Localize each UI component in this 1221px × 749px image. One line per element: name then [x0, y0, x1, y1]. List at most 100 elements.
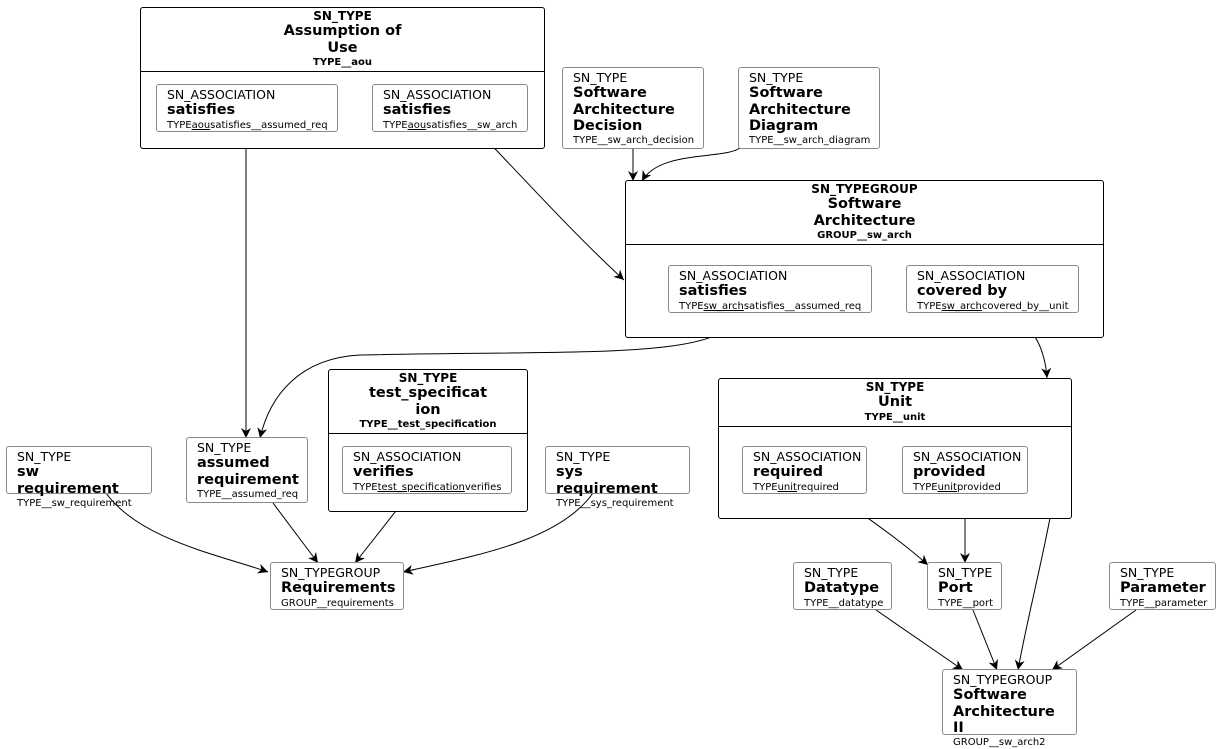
node-kind: SN_TYPEGROUP	[281, 565, 381, 580]
node-name-line3: Decision	[573, 117, 643, 134]
node-kind: SN_ASSOCIATION	[679, 268, 788, 283]
type-parameter[interactable]: SN_TYPE Parameter TYPE__parameter	[1109, 562, 1216, 610]
container-header: SN_TYPE Unit TYPE__unit	[719, 379, 1071, 427]
node-name-line2: Architecture	[749, 101, 851, 118]
node-name: Parameter	[1120, 580, 1206, 597]
edge-unit-to-arch2	[1014, 517, 1051, 671]
node-id: TYPEsw_archsatisfies__assumed_req	[679, 300, 862, 312]
association-unit-required[interactable]: SN_ASSOCIATION required TYPEunitrequired	[742, 446, 867, 494]
node-id: TYPE__sw_requirement	[17, 497, 132, 509]
association-sw-arch-satisfies[interactable]: SN_ASSOCIATION satisfies TYPEsw_archsati…	[668, 265, 872, 313]
container-kind: SN_TYPE	[313, 9, 372, 23]
node-kind: SN_TYPE	[17, 449, 72, 464]
edge-assumed-to-requirements	[272, 502, 319, 564]
type-port[interactable]: SN_TYPE Port TYPE__port	[927, 562, 1002, 610]
node-id: TYPEaousatisfies__assumed_req	[167, 119, 328, 131]
node-name: sys requirement	[556, 464, 658, 497]
edge-arch-satisfies-to-assumed	[257, 312, 743, 439]
node-kind: SN_TYPE	[197, 440, 252, 455]
edge-swreq-to-requirements	[105, 492, 269, 574]
node-name-line2: Architecture	[573, 101, 675, 118]
type-assumed-requirement[interactable]: SN_TYPE assumed requirement TYPE__assume…	[186, 437, 308, 503]
node-id: TYPEunitprovided	[913, 481, 1001, 493]
type-software-architecture-diagram[interactable]: SN_TYPE Software Architecture Diagram TY…	[738, 67, 880, 149]
container-header: SN_TYPE Assumption of Use TYPE__aou	[141, 8, 544, 73]
node-kind: SN_TYPE	[938, 565, 993, 580]
node-kind: SN_ASSOCIATION	[167, 87, 276, 102]
node-name: satisfies	[679, 283, 748, 300]
node-id: TYPE__sw_arch_diagram	[749, 135, 871, 147]
association-test-specification-verifies[interactable]: SN_ASSOCIATION verifies TYPEtest_specifi…	[342, 446, 512, 494]
node-id: TYPE__port	[938, 597, 994, 609]
node-id: TYPEunitrequired	[753, 481, 839, 493]
container-kind: SN_TYPE	[398, 371, 458, 385]
type-software-architecture-decision[interactable]: SN_TYPE Software Architecture Decision T…	[562, 67, 704, 149]
node-name: provided	[913, 464, 986, 481]
container-header: SN_TYPEGROUP Software Architecture GROUP…	[626, 181, 1103, 246]
container-kind: SN_TYPE	[865, 380, 925, 394]
edge-parameter-to-arch2	[1051, 609, 1137, 671]
container-name-line1: Assumption of	[283, 23, 402, 40]
node-kind: SN_TYPE	[804, 565, 859, 580]
node-name: Port	[938, 580, 973, 597]
node-name-line1: Software	[749, 85, 823, 102]
node-kind: SN_ASSOCIATION	[913, 449, 1022, 464]
typegroup-software-architecture-ii[interactable]: SN_TYPEGROUP Software Architecture II GR…	[942, 669, 1077, 748]
association-sw-arch-covered-by[interactable]: SN_ASSOCIATION covered by TYPEsw_archcov…	[906, 265, 1079, 313]
node-kind: SN_TYPE	[749, 70, 804, 85]
edge-diagram-to-arch	[641, 147, 741, 182]
type-datatype[interactable]: SN_TYPE Datatype TYPE__datatype	[793, 562, 892, 610]
container-name-line1: test_specificat	[368, 385, 488, 402]
node-name: covered by	[917, 283, 1008, 300]
node-kind: SN_TYPE	[556, 449, 611, 464]
node-id: TYPEtest_specificationverifies	[353, 481, 502, 493]
container-name-line2: Architecture	[813, 212, 916, 229]
container-header: SN_TYPE test_specificat ion TYPE__test_s…	[329, 370, 527, 435]
node-name: satisfies	[167, 102, 236, 119]
node-id: TYPE__sw_arch_decision	[573, 135, 695, 147]
association-aou-satisfies-assumed-req[interactable]: SN_ASSOCIATION satisfies TYPEaousatisfie…	[156, 84, 338, 132]
node-kind: SN_ASSOCIATION	[753, 449, 862, 464]
node-kind: SN_ASSOCIATION	[383, 87, 492, 102]
node-name-line2: Architecture II	[953, 703, 1055, 736]
type-sys-requirement[interactable]: SN_TYPE sys requirement TYPE__sys_requir…	[545, 446, 690, 509]
container-id: TYPE__test_specification	[359, 418, 497, 430]
node-id: TYPE__assumed_req	[197, 488, 299, 500]
edge-aou-satisfies-to-arch	[477, 130, 625, 281]
node-name-line1: assumed	[197, 455, 270, 472]
container-name-line2: Use	[327, 39, 358, 56]
container-name-line1: Software	[827, 196, 902, 213]
container-id: TYPE__aou	[313, 56, 372, 68]
node-name: Datatype	[804, 580, 880, 597]
node-name-line1: Software	[953, 687, 1027, 704]
edge-sysreq-to-requirements	[402, 492, 594, 575]
node-name: verifies	[353, 464, 414, 481]
node-name: satisfies	[383, 102, 452, 119]
node-id: TYPEsw_archcovered_by__unit	[917, 300, 1069, 312]
association-aou-satisfies-sw-arch[interactable]: SN_ASSOCIATION satisfies TYPEaousatisfie…	[372, 84, 528, 132]
container-name: Unit	[878, 394, 912, 411]
node-kind: SN_ASSOCIATION	[917, 268, 1026, 283]
container-id: TYPE__unit	[864, 411, 926, 423]
association-unit-provided[interactable]: SN_ASSOCIATION provided TYPEunitprovided	[902, 446, 1028, 494]
node-name: required	[753, 464, 824, 481]
node-kind: SN_TYPE	[573, 70, 628, 85]
node-name-line3: Diagram	[749, 117, 819, 134]
node-name-line1: Software	[573, 85, 647, 102]
container-software-architecture[interactable]: SN_TYPEGROUP Software Architecture GROUP…	[625, 180, 1104, 338]
node-name: sw requirement	[17, 464, 119, 497]
typegroup-requirements[interactable]: SN_TYPEGROUP Requirements GROUP__require…	[270, 562, 404, 610]
node-id: GROUP__requirements	[281, 597, 394, 609]
node-id: TYPE__sys_requirement	[556, 497, 674, 509]
node-kind: SN_ASSOCIATION	[353, 449, 462, 464]
edge-port-to-arch2	[972, 609, 998, 671]
node-name-line2: requirement	[197, 471, 299, 488]
node-kind: SN_TYPE	[1120, 565, 1175, 580]
node-kind: SN_TYPEGROUP	[953, 672, 1053, 687]
container-kind: SN_TYPEGROUP	[811, 182, 918, 196]
node-id: TYPEaousatisfies__sw_arch	[383, 119, 518, 131]
type-sw-requirement[interactable]: SN_TYPE sw requirement TYPE__sw_requirem…	[6, 446, 152, 509]
node-id: TYPE__datatype	[804, 597, 884, 609]
container-name-line2: ion	[415, 401, 441, 418]
node-id: TYPE__parameter	[1120, 597, 1208, 609]
